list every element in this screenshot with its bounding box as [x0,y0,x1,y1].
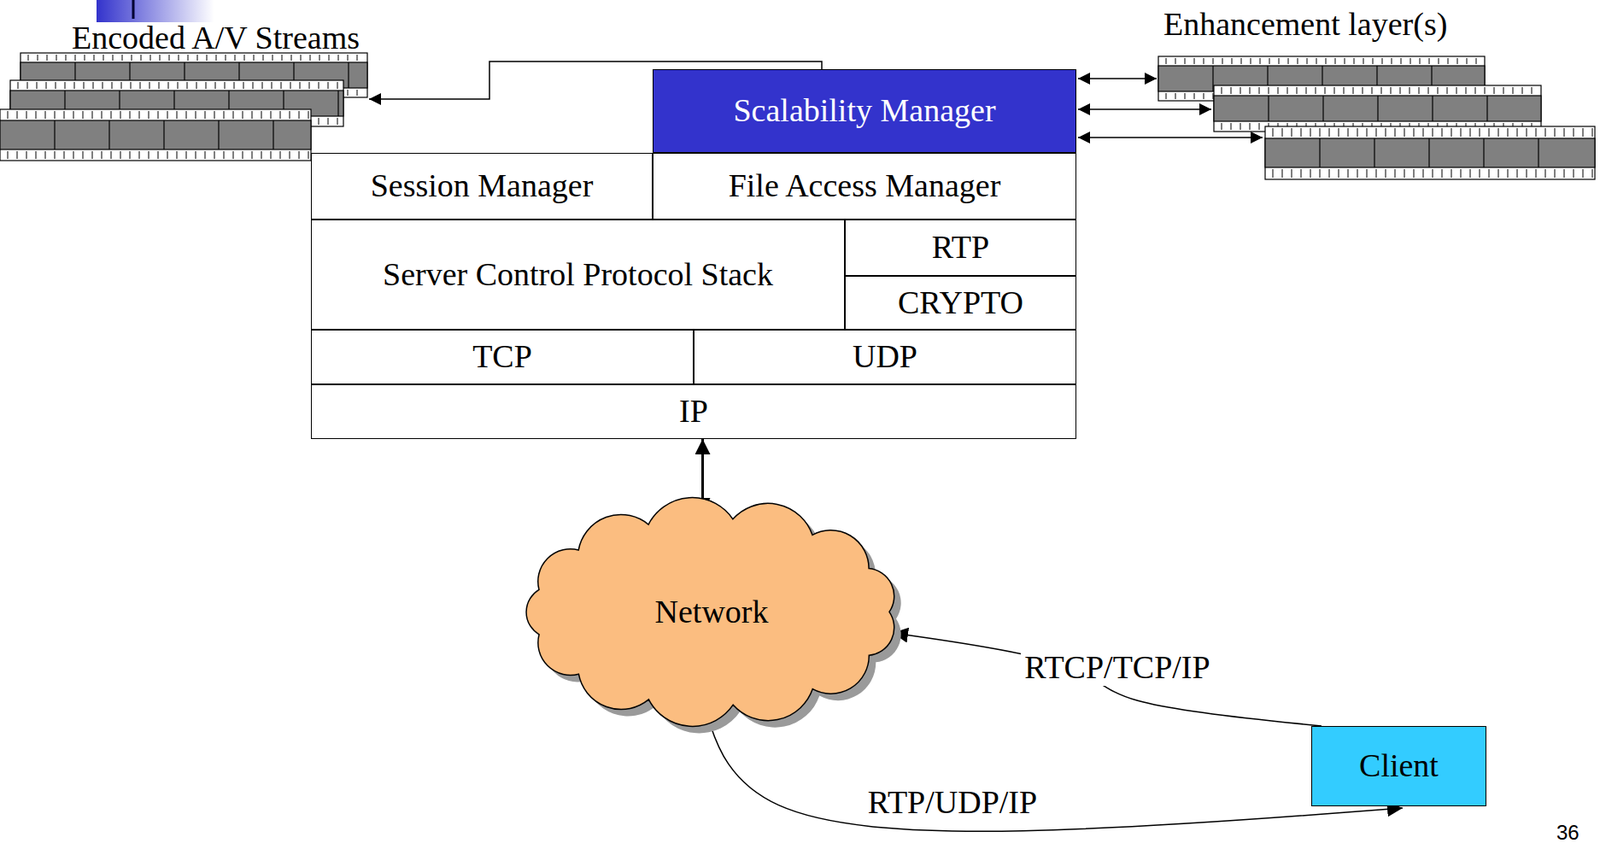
connector [892,632,1322,727]
film-strip [1265,126,1595,180]
layer-arrow [1078,108,1212,111]
manager-box: File Access Manager [652,152,1077,220]
stream-label: Encoded A/V Streams [71,20,360,57]
node-text: CRYPTO [897,285,1024,322]
film-strips [1158,56,1595,180]
node-text: TCP [472,339,533,376]
network-cloud: Network [520,504,903,720]
cloud-shape [526,498,895,727]
slide-decoration [96,0,215,23]
manager-band: Scalability Manager [652,69,1077,153]
protocol-box: Server Control Protocol Stack [310,219,845,330]
protocol-box: TCP [310,329,694,385]
connector-label: RTCP/TCP/IP [1020,650,1214,686]
page-number: 36 [1556,821,1580,844]
manager-box: Session Manager [310,152,653,220]
node-text: File Access Manager [728,168,1002,205]
client-box: Client [1311,726,1487,807]
film-strip [1213,85,1542,132]
node-text: Client [1359,748,1439,785]
node-text: Session Manager [370,168,594,205]
film-strips [0,52,368,161]
node-text: Scalability Manager [732,93,996,129]
protocol-box: UDP [693,329,1077,385]
node-text: UDP [852,339,918,376]
layer-arrow [1078,77,1157,80]
slide-decoration-line [132,0,135,19]
node-text: Network [655,594,769,631]
film-strip [0,109,311,161]
node-text: Server Control Protocol Stack [382,257,774,294]
node-text: RTP [931,229,990,266]
connector [703,705,1403,832]
protocol-box: CRYPTO [844,275,1077,330]
protocol-box: RTP [844,219,1077,276]
connector-label: RTP/UDP/IP [864,785,1041,821]
layer-label: Enhancement layer(s) [1163,6,1448,43]
layer-arrow [1078,136,1263,139]
protocol-box: IP [310,384,1077,440]
node-text: IP [679,393,709,430]
